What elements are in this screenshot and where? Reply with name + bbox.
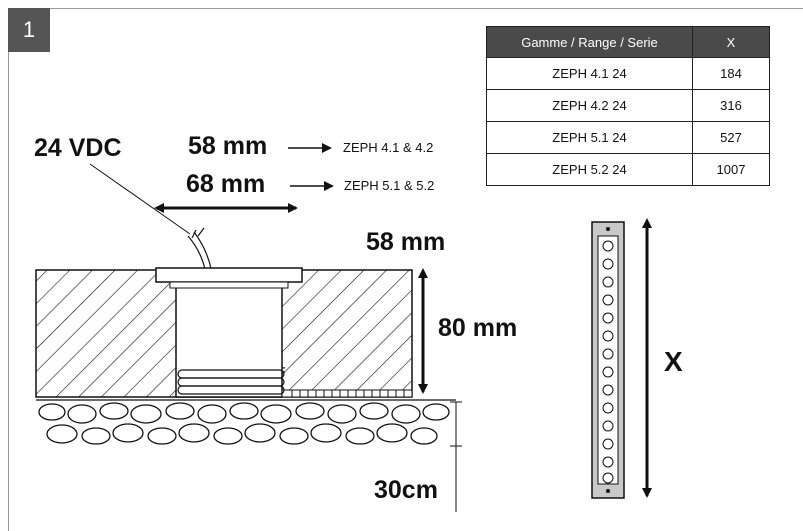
length-label: X bbox=[664, 346, 683, 377]
voltage-label: 24 VDC bbox=[34, 134, 122, 162]
width-a-models: ZEPH 4.1 & 4.2 bbox=[343, 140, 434, 155]
table-header-row: Gamme / Range / Serie X bbox=[486, 26, 770, 58]
table-cell-x: 1007 bbox=[692, 153, 770, 186]
table-cell-model: ZEPH 4.2 24 bbox=[486, 89, 693, 122]
width-a-label: 58 mm bbox=[188, 132, 268, 160]
table-header-range: Gamme / Range / Serie bbox=[486, 26, 693, 58]
table-cell-model: ZEPH 5.2 24 bbox=[486, 153, 693, 186]
cable-leader-line bbox=[89, 163, 191, 235]
drain-grid bbox=[291, 390, 405, 397]
gravel-dimension bbox=[450, 401, 462, 512]
width-b-models: ZEPH 5.1 & 5.2 bbox=[344, 178, 435, 193]
table-cell-x: 527 bbox=[692, 121, 770, 154]
cable-coil bbox=[177, 369, 285, 395]
depth-label: 80 mm bbox=[438, 314, 518, 342]
gravel-layer bbox=[36, 399, 456, 448]
top-width-label: 58 mm bbox=[366, 228, 446, 256]
width-b-label: 68 mm bbox=[186, 170, 266, 198]
table-row: ZEPH 5.2 24 1007 bbox=[486, 153, 770, 186]
range-table: Gamme / Range / Serie X ZEPH 4.1 24 184 … bbox=[486, 26, 770, 186]
led-strip-icon bbox=[591, 221, 625, 499]
gravel-depth-label: 30cm bbox=[374, 476, 438, 504]
concrete-block bbox=[35, 267, 413, 398]
diagram-frame bbox=[8, 8, 803, 531]
step-number-badge: 1 bbox=[8, 8, 50, 52]
